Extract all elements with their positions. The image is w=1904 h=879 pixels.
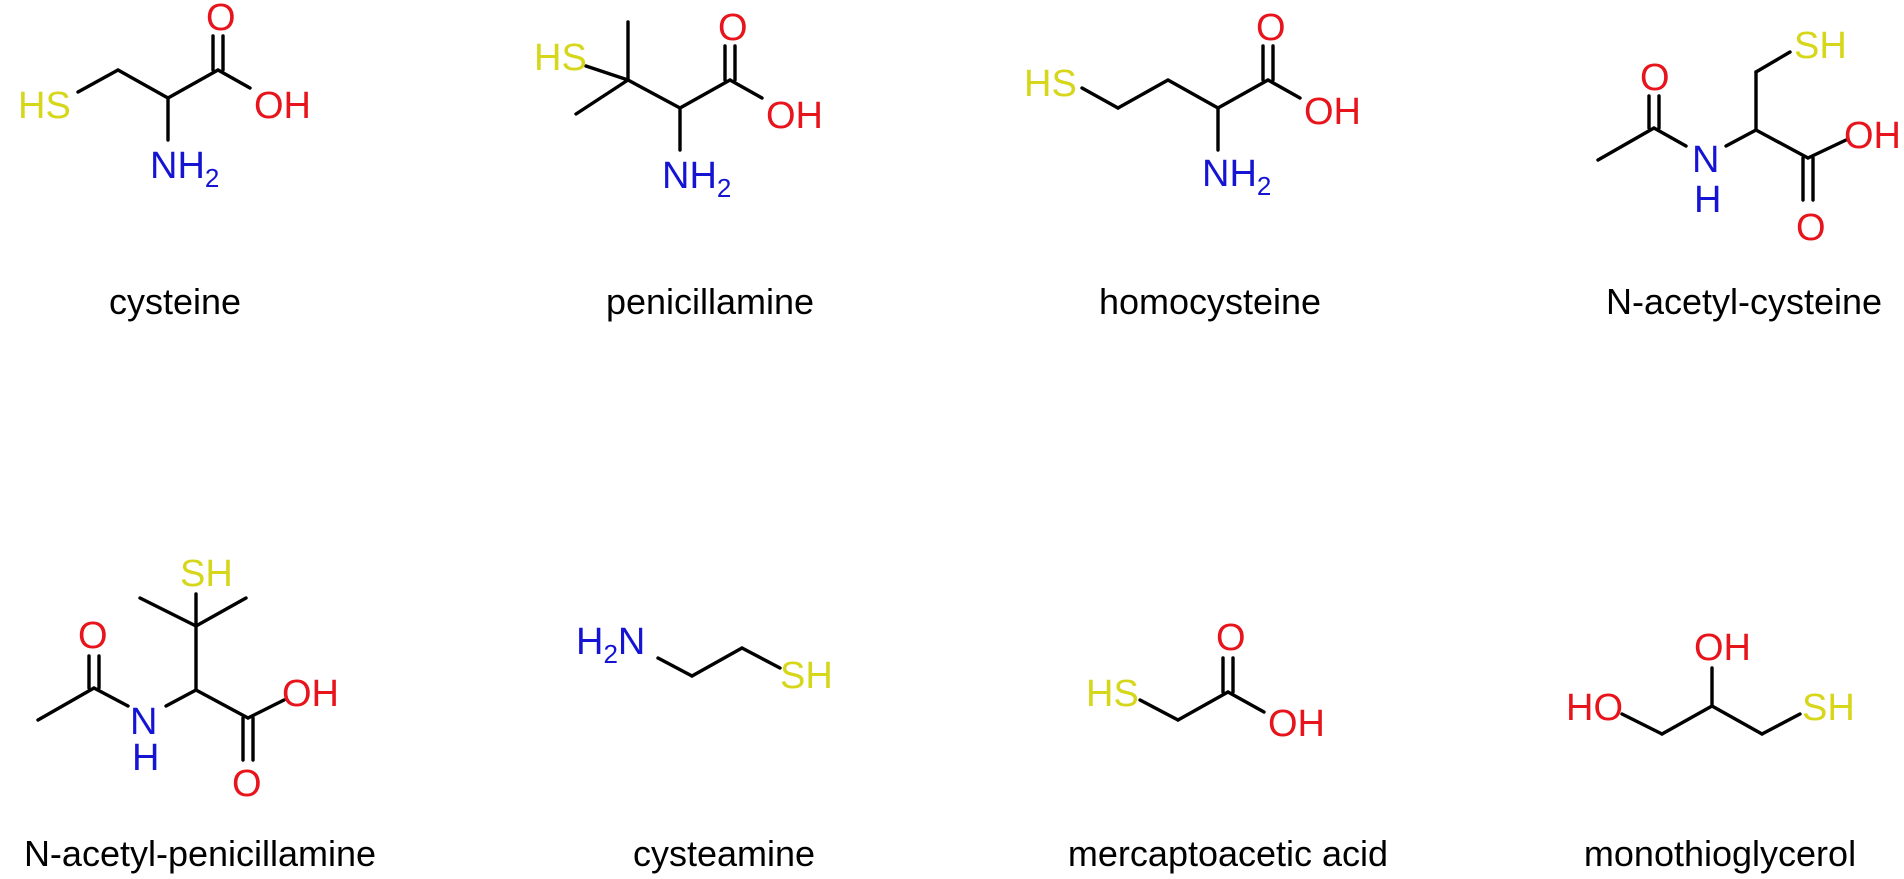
atom-hydroxyl: HO: [1566, 687, 1623, 729]
amine-subscript: 2: [205, 163, 219, 193]
atom-nitrogen: N: [1692, 139, 1719, 181]
molecule-penicillamine: HS O OH NH2 penicillamine: [534, 7, 823, 322]
amine-subscript: 2: [603, 639, 617, 669]
atom-oxygen: O: [1640, 57, 1670, 99]
molecule-name: N-acetyl-cysteine: [1606, 281, 1882, 322]
atom-oxygen: O: [232, 763, 262, 805]
molecule-name: N-acetyl-penicillamine: [24, 833, 376, 874]
atom-sulfur: HS: [18, 85, 71, 127]
amine-subscript: 2: [717, 173, 731, 203]
molecule-homocysteine: HS O OH NH2 homocysteine: [1024, 7, 1361, 322]
atom-hydroxyl: OH: [1268, 703, 1325, 745]
atom-hydroxyl: OH: [766, 95, 823, 137]
molecule-name: monothioglycerol: [1584, 833, 1856, 874]
atom-oxygen: O: [206, 0, 236, 39]
molecule-cysteamine: H2N SH cysteamine: [576, 621, 833, 874]
amine-subscript: 2: [1257, 171, 1271, 201]
molecule-monothioglycerol: HO OH SH monothioglycerol: [1566, 627, 1856, 874]
atom-nitrogen-hydrogen: H: [132, 737, 159, 779]
atom-hydroxyl: OH: [1844, 115, 1901, 157]
molecule-name: cysteine: [109, 281, 241, 322]
atom-sulfur: SH: [1802, 687, 1855, 729]
atom-oxygen: O: [1256, 7, 1286, 49]
molecule-cysteine: HS O OH NH2 cysteine: [18, 0, 311, 322]
amine-nh: NH: [662, 155, 717, 197]
atom-hydroxyl: OH: [282, 673, 339, 715]
amine-n: N: [618, 621, 645, 663]
atom-sulfur: HS: [1086, 673, 1139, 715]
atom-sulfur: SH: [180, 553, 233, 595]
atom-sulfur: SH: [780, 655, 833, 697]
molecule-name: cysteamine: [633, 833, 815, 874]
atom-sulfur: SH: [1794, 25, 1847, 67]
atom-oxygen: O: [78, 615, 108, 657]
atom-nitrogen: N: [130, 701, 157, 743]
molecule-name: homocysteine: [1099, 281, 1321, 322]
atom-amine: H2N: [576, 621, 645, 669]
atom-hydroxyl: OH: [254, 85, 311, 127]
molecule-mercaptoacetic-acid: HS O OH mercaptoacetic acid: [1068, 617, 1388, 874]
atom-nitrogen-hydrogen: H: [1694, 179, 1721, 221]
atom-hydroxyl: OH: [1694, 627, 1751, 669]
molecule-name: penicillamine: [606, 281, 814, 322]
atom-hydroxyl: OH: [1304, 91, 1361, 133]
amine-nh: NH: [1202, 153, 1257, 195]
atom-amine: NH2: [150, 145, 219, 193]
atom-oxygen: O: [1216, 617, 1246, 659]
atom-amine: NH2: [662, 155, 731, 203]
molecule-n-acetyl-cysteine: O N H SH OH O N-acetyl-cysteine: [1596, 25, 1901, 322]
atom-amine: NH2: [1202, 153, 1271, 201]
atom-sulfur: HS: [534, 37, 587, 79]
molecule-name: mercaptoacetic acid: [1068, 833, 1388, 874]
amine-nh: NH: [150, 145, 205, 187]
molecule-n-acetyl-penicillamine: O N H SH OH O N-acetyl-penicillamine: [24, 553, 376, 874]
atom-sulfur: HS: [1024, 63, 1077, 105]
atom-oxygen: O: [718, 7, 748, 49]
amine-h: H: [576, 621, 603, 663]
atom-oxygen: O: [1796, 207, 1826, 249]
